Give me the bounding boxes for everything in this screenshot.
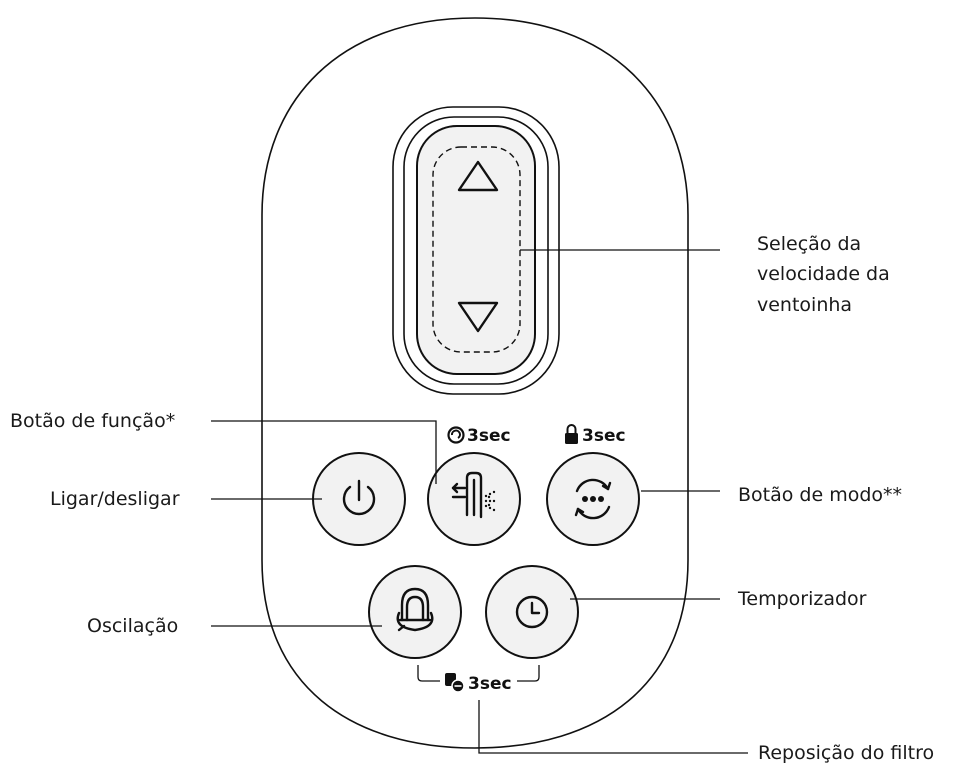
mode-hold-hint: 3sec <box>565 424 626 446</box>
fan-speed-rocker <box>392 106 560 395</box>
triangle-down-icon <box>457 301 499 333</box>
filter-reset-hint: 3sec <box>417 665 540 694</box>
label-timer: Temporizador <box>737 588 867 610</box>
timer-button[interactable] <box>485 565 579 659</box>
svg-text:3sec: 3sec <box>582 426 626 446</box>
leader-function <box>211 420 437 484</box>
clock-icon <box>515 595 549 629</box>
label-function-button: Botão de função* <box>10 410 175 432</box>
power-button[interactable] <box>312 452 406 546</box>
mode-cycle-icon <box>574 478 612 520</box>
function-hold-hint: 3sec <box>447 426 511 446</box>
oscillation-button[interactable] <box>368 565 462 659</box>
label-mode-button: Botão de modo** <box>738 484 902 506</box>
mist-icon <box>451 471 496 519</box>
label-fan-speed-line2: velocidade da <box>757 263 890 285</box>
function-button[interactable] <box>427 452 521 546</box>
swirl-icon <box>447 426 465 444</box>
remote-body <box>261 17 689 749</box>
svg-text:3sec: 3sec <box>467 426 511 446</box>
label-fan-speed-line3: ventoinha <box>757 294 852 316</box>
svg-text:3sec: 3sec <box>468 674 512 694</box>
power-icon <box>342 479 376 516</box>
oscillation-icon <box>396 587 434 632</box>
speed-down-button[interactable] <box>457 301 499 333</box>
triangle-up-icon <box>457 160 499 192</box>
label-fan-speed-line1: Seleção da <box>757 233 861 255</box>
mode-button[interactable] <box>546 452 640 546</box>
label-power: Ligar/desligar <box>50 488 180 510</box>
filter-icon <box>445 673 465 693</box>
leader-filter <box>478 700 748 754</box>
lock-icon <box>565 424 578 444</box>
label-filter-reset: Reposição do filtro <box>758 742 934 764</box>
label-oscillation: Oscilação <box>87 615 178 637</box>
speed-up-button[interactable] <box>457 160 499 192</box>
